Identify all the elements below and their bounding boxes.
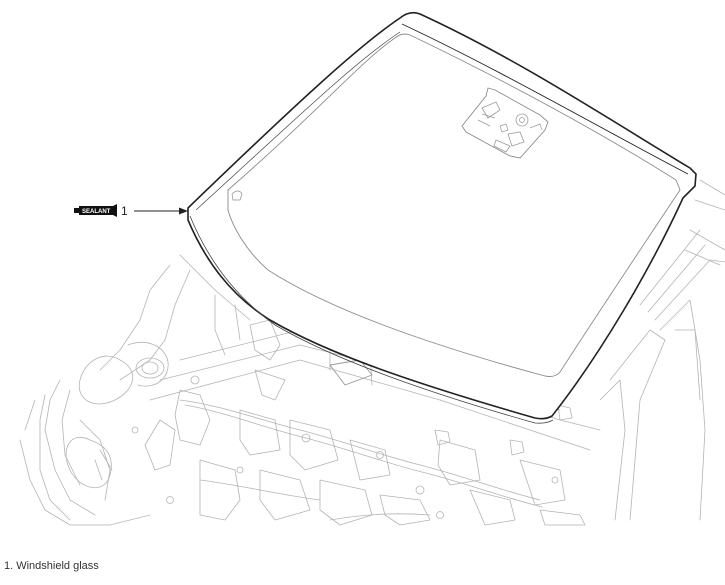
windshield-glass xyxy=(187,11,697,424)
legend-item-1: 1. Windshield glass xyxy=(4,560,99,572)
sealant-label: SEALANT xyxy=(82,209,111,215)
sealant-tube-icon: SEALANT xyxy=(74,204,117,217)
mirror-sensor-bracket xyxy=(461,87,549,159)
callout-number: 1 xyxy=(121,204,128,218)
callout-1: SEALANT 1 xyxy=(74,204,188,218)
leader-arrowhead xyxy=(179,207,188,215)
